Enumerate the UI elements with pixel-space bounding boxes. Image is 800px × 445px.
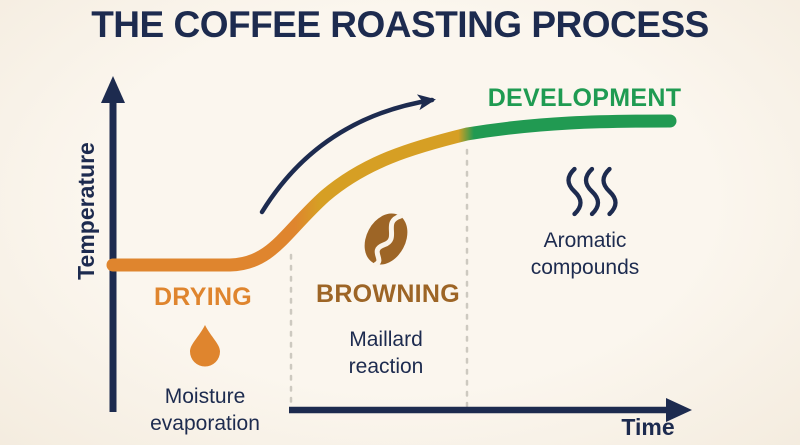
- y-axis-label: Temperature: [73, 142, 99, 280]
- phase-label-development: DEVELOPMENT: [487, 84, 682, 112]
- caption-maillard-reaction: Maillard reaction: [348, 328, 424, 378]
- x-axis-arrow-icon: [666, 398, 692, 422]
- caption-moisture-evaporation: Moisture evaporation: [150, 385, 260, 435]
- x-axis-label: Time: [621, 414, 675, 440]
- growth-arrow-icon: [259, 94, 436, 215]
- y-axis-arrow-icon: [101, 76, 125, 103]
- caption-aromatic-compounds: Aromatic compounds: [530, 229, 640, 279]
- phase-label-drying: DRYING: [153, 283, 253, 311]
- phase-label-browning: BROWNING: [315, 280, 461, 308]
- droplet-icon: [190, 325, 220, 367]
- page-title: THE COFFEE ROASTING PROCESS: [91, 4, 709, 45]
- y-axis: [101, 76, 125, 412]
- coffee-bean-icon: [364, 213, 408, 267]
- x-axis: [289, 398, 692, 422]
- steam-icon: [566, 166, 618, 217]
- roast-temperature-curve: [106, 114, 677, 272]
